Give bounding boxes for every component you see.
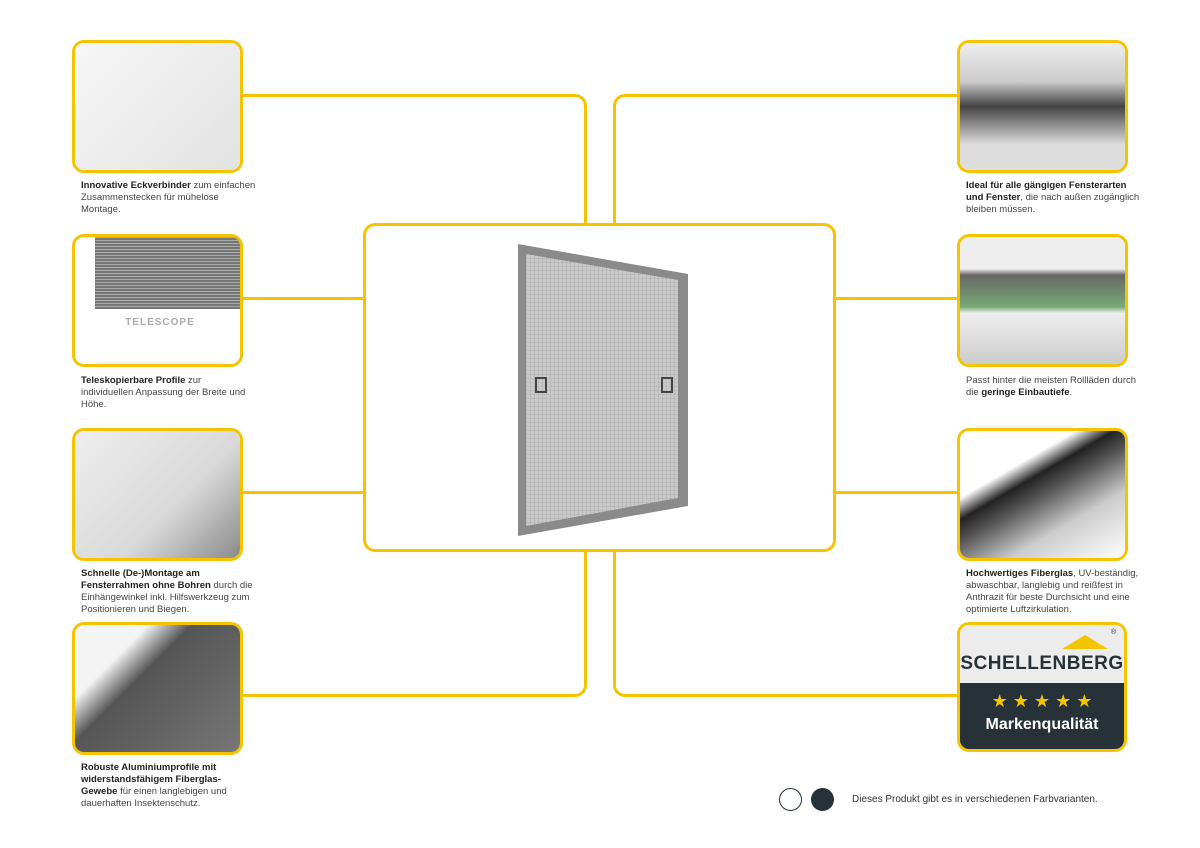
caption-text: durch die Einhängewinkel inkl. Hilfswerk…: [81, 580, 253, 615]
connector: [242, 94, 587, 224]
feature-caption: Passt hinter die meisten Rollläden durch…: [966, 375, 1141, 399]
telescope-profile-image: TELESCOPE: [72, 234, 243, 367]
feature-caption: Teleskopierbare Profile zur individuelle…: [81, 375, 256, 411]
brand-badge: ® SCHELLENBERG ★ ★ ★ ★ ★ Markenqualität: [957, 622, 1127, 752]
color-variant-white[interactable]: [779, 788, 802, 811]
connector: [613, 94, 958, 224]
caption-bold: Teleskopierbare Profile: [81, 375, 186, 386]
caption-bold: Schnelle (De-)Montage am Fensterrahmen o…: [81, 568, 211, 591]
registered-mark: ®: [1110, 629, 1116, 636]
brand-name: SCHELLENBERG: [960, 653, 1124, 674]
product-image-box: [363, 223, 836, 552]
roller-shutter-image: [957, 234, 1128, 367]
mounting-image: [72, 428, 243, 561]
feature-caption: Robuste Aluminiumprofile mit widerstands…: [81, 762, 256, 810]
caption-text: für einen langlebigen und dauerhaften In…: [81, 786, 227, 809]
connector: [835, 297, 958, 300]
connector: [613, 550, 958, 697]
aluminium-profile-image: [72, 622, 243, 755]
connector: [242, 491, 364, 494]
roof-logo-icon: [1062, 635, 1108, 649]
insect-screen-frame-image: [518, 244, 688, 536]
caption-bold: geringe Einbautiefe: [981, 387, 1070, 398]
connector: [242, 297, 364, 300]
caption-bold: Innovative Eckverbinder: [81, 180, 191, 191]
caption-text: , die nach außen zugänglich bleiben müss…: [966, 192, 1140, 215]
feature-caption: Schnelle (De-)Montage am Fensterrahmen o…: [81, 568, 256, 616]
rating-stars: ★ ★ ★ ★ ★: [991, 691, 1093, 711]
caption-bold: Hochwertiges Fiberglas: [966, 568, 1074, 579]
feature-caption: Hochwertiges Fiberglas, UV-beständig, ab…: [966, 568, 1141, 616]
caption-bold: Robuste Aluminiumprofile mit widerstands…: [81, 762, 221, 797]
caption-text: .: [1069, 387, 1073, 398]
feature-caption: Ideal für alle gängigen Fensterarten und…: [966, 180, 1141, 216]
caption-bold: Ideal für alle gängigen Fensterarten und…: [966, 180, 1127, 203]
color-variants-text: Dieses Produkt gibt es in verschiedenen …: [852, 794, 1098, 805]
brand-quality-label: Markenqualität: [985, 716, 1099, 733]
caption-text: , UV-beständig, abwaschbar, langlebig un…: [966, 568, 1139, 615]
telescope-label: TELESCOPE: [125, 317, 195, 328]
caption-text: zur individuellen Anpassung der Breite u…: [81, 375, 246, 410]
feature-caption: Innovative Eckverbinder zum einfachen Zu…: [81, 180, 256, 216]
caption-text: zum einfachen Zusammenstecken für mühelo…: [81, 180, 256, 215]
connector: [835, 491, 958, 494]
caption-text: Passt hinter die meisten Rollläden durch…: [966, 375, 1137, 398]
corner-connector-image: [72, 40, 243, 173]
window-types-image: [957, 40, 1128, 173]
color-variant-anthracite[interactable]: [811, 788, 834, 811]
fiberglass-image: [957, 428, 1128, 561]
connector: [242, 550, 587, 697]
